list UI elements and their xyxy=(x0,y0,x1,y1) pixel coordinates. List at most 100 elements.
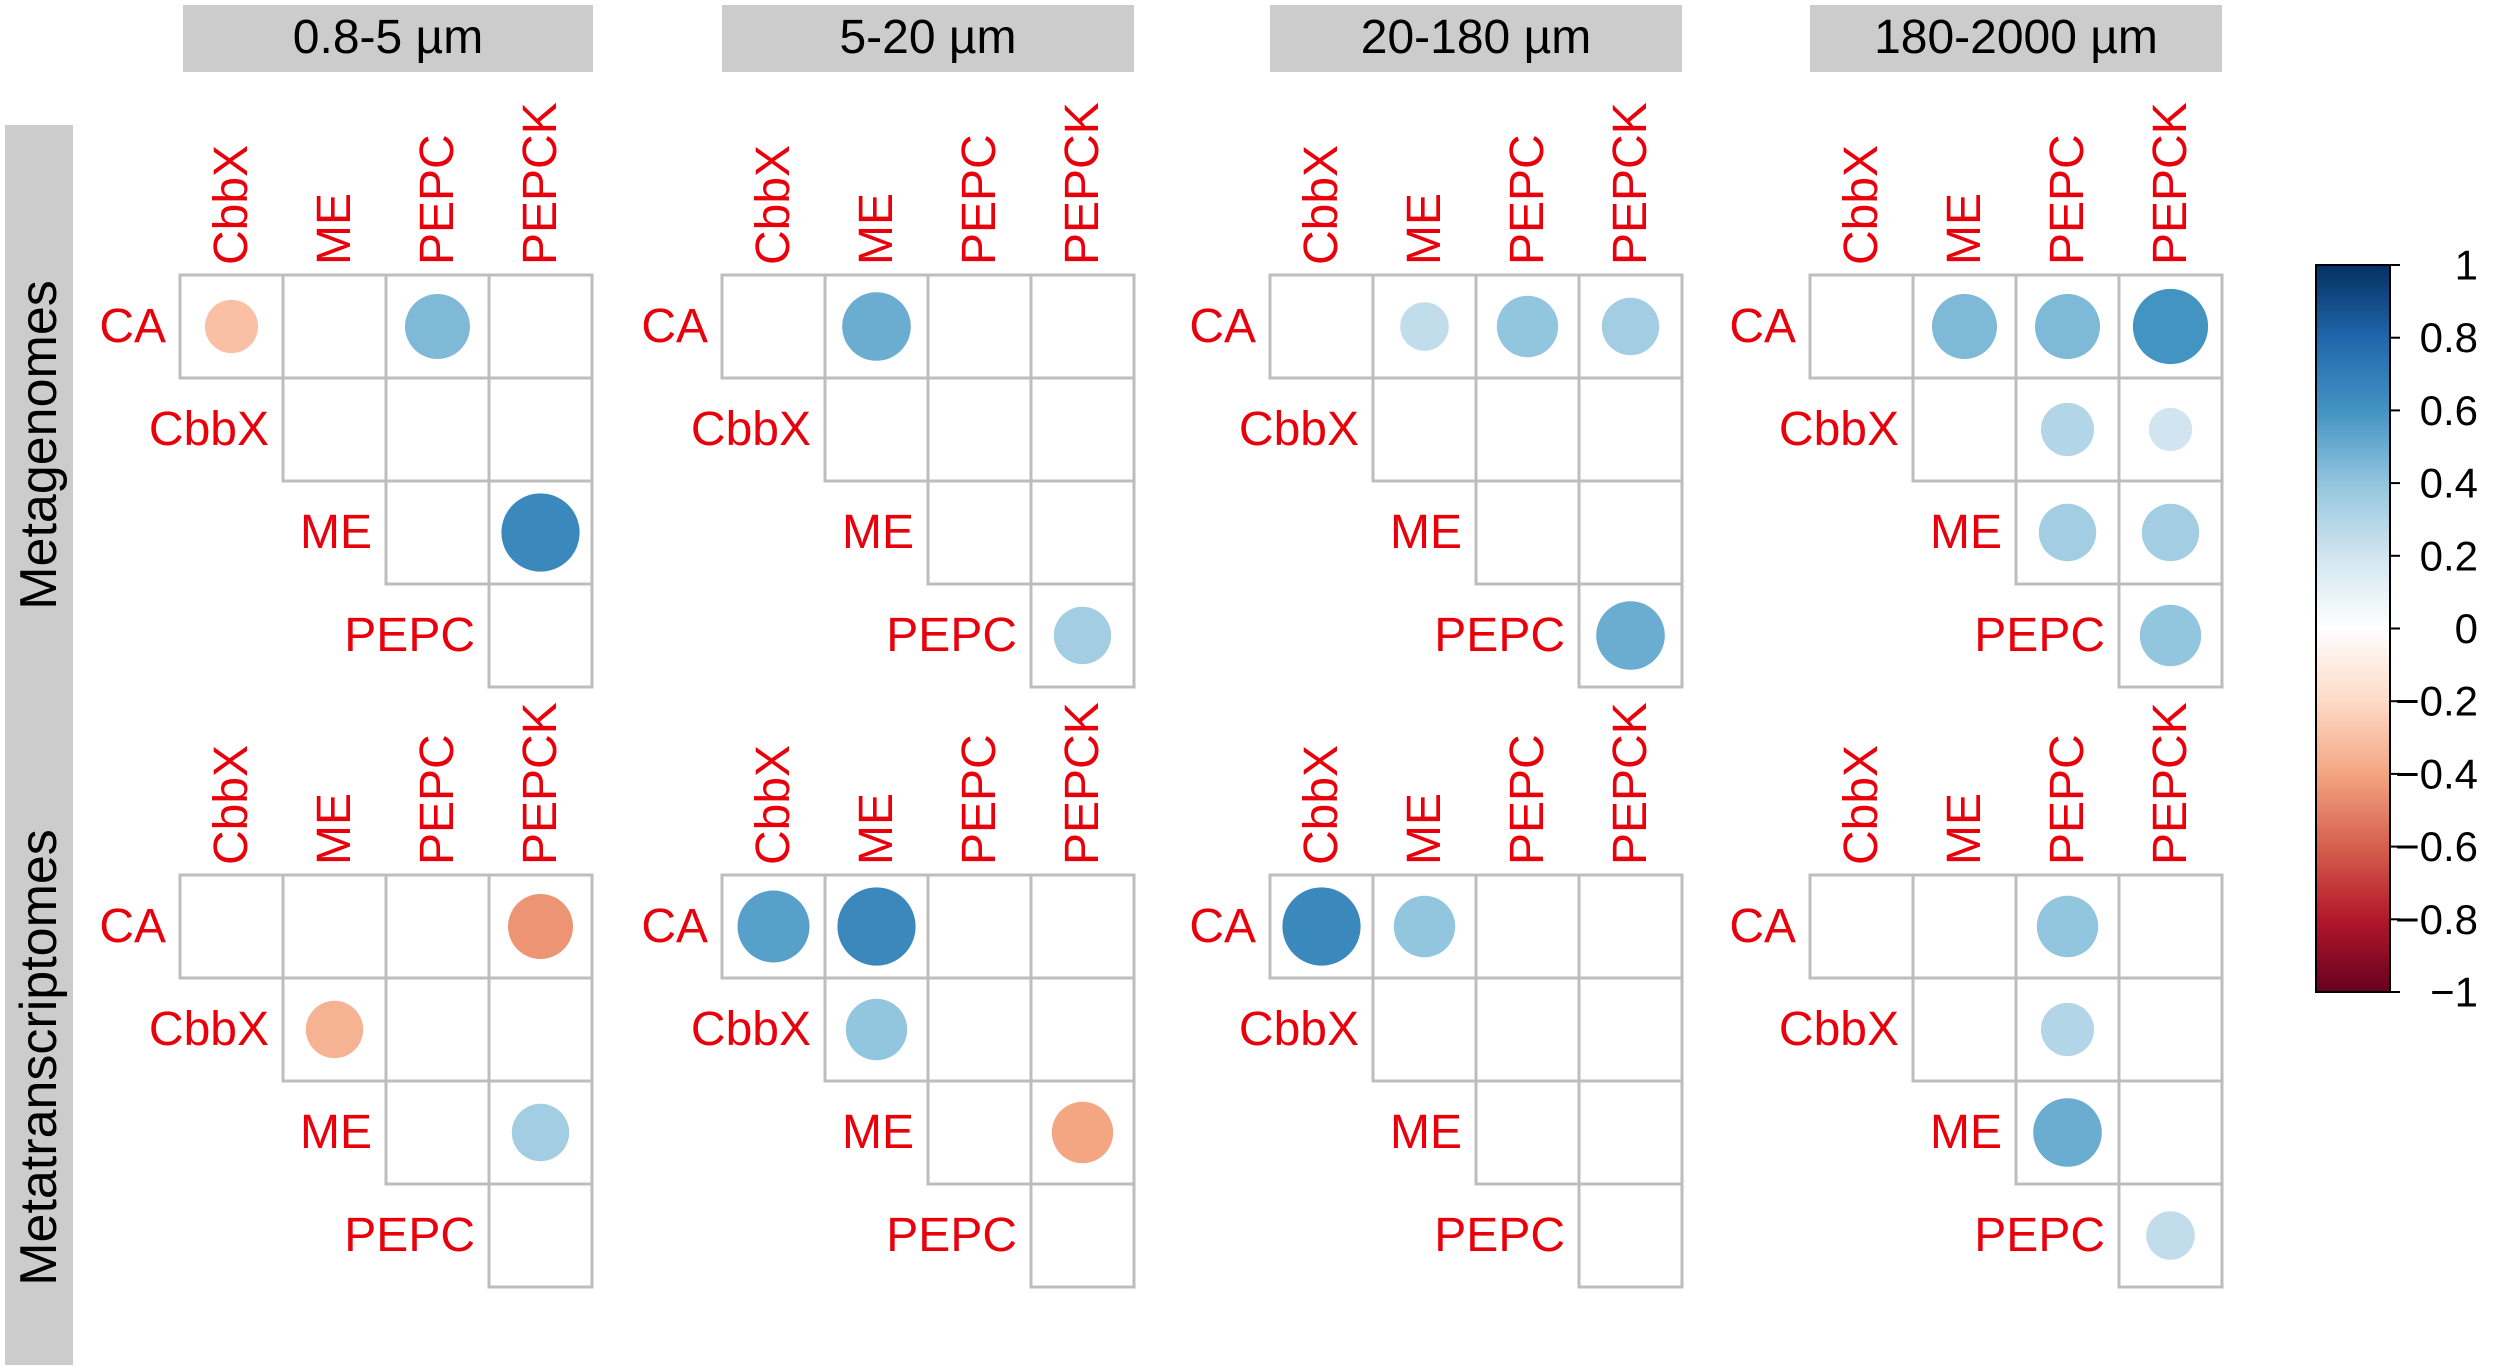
grid-cell xyxy=(487,582,594,689)
row-label: CA xyxy=(641,300,708,353)
grid-cell xyxy=(1474,873,1581,980)
correlation-circle xyxy=(837,887,916,966)
grid-cell xyxy=(384,376,491,483)
grid-cell xyxy=(1029,273,1136,380)
grid-cell xyxy=(384,479,491,586)
col-label: CbbX xyxy=(205,145,258,265)
row-label: CA xyxy=(1729,900,1796,953)
correlation-circle xyxy=(845,998,908,1061)
grid-cell xyxy=(1474,1079,1581,1186)
grid-cell xyxy=(1029,376,1136,483)
header-box xyxy=(183,5,593,72)
col-label: PEPC xyxy=(411,734,464,865)
row-label: CA xyxy=(1729,300,1796,353)
correlation-circle xyxy=(1051,1101,1114,1164)
grid-cell xyxy=(1474,376,1581,483)
grid-cell xyxy=(1911,976,2018,1083)
grid-cell xyxy=(1371,376,1478,483)
strip-box xyxy=(5,125,73,765)
col-label: PEPC xyxy=(1501,734,1554,865)
header-label: 20-180 µm xyxy=(1361,11,1591,64)
col-label: PEPC xyxy=(2041,734,2094,865)
grid-cell xyxy=(1577,976,1684,1083)
correlation-circle xyxy=(842,292,911,361)
col-label: PEPCK xyxy=(1056,702,1109,865)
grid-cell xyxy=(1577,376,1684,483)
correlation-circle xyxy=(1053,606,1112,665)
header-20-180-um: 20-180 µm xyxy=(1270,5,1682,72)
grid-cell xyxy=(384,976,491,1083)
correlation-circle xyxy=(1932,294,1997,359)
strip-label: Metatranscriptomes xyxy=(10,829,68,1286)
grid-cell xyxy=(1577,873,1684,980)
grid-cell xyxy=(384,1079,491,1186)
row-label: CbbX xyxy=(1239,403,1359,456)
colorbar-tick-label: 0.4 xyxy=(2420,460,2478,507)
grid-cell xyxy=(487,273,594,380)
grid-cell xyxy=(487,1182,594,1289)
grid-cell xyxy=(926,873,1033,980)
colorbar-tick-label: 0.8 xyxy=(2420,314,2478,361)
grid-cell xyxy=(1029,873,1136,980)
col-label: PEPCK xyxy=(1604,102,1657,265)
col-label: PEPC xyxy=(411,134,464,265)
correlation-circle xyxy=(305,1000,364,1059)
correlation-circle xyxy=(508,894,573,959)
grid-cell xyxy=(487,376,594,483)
grid-cell xyxy=(281,376,388,483)
grid-cell xyxy=(926,1079,1033,1186)
col-label: PEPCK xyxy=(514,702,567,865)
grid-cell xyxy=(2117,873,2224,980)
col-label: PEPC xyxy=(1501,134,1554,265)
correlation-circle xyxy=(2146,1211,2195,1260)
correlation-circle xyxy=(2036,895,2099,958)
grid-cell xyxy=(2117,1182,2224,1289)
correlation-circle xyxy=(1393,895,1456,958)
grid-cell xyxy=(1029,976,1136,1083)
grid-cell xyxy=(1029,1182,1136,1289)
row-label: PEPC xyxy=(1434,609,1565,662)
grid-cell xyxy=(1029,479,1136,586)
col-label: PEPC xyxy=(2041,134,2094,265)
col-label: PEPCK xyxy=(514,102,567,265)
row-label: PEPC xyxy=(1974,1209,2105,1262)
grid-cell xyxy=(1577,582,1684,689)
col-label: ME xyxy=(1938,193,1991,265)
correlation-circle xyxy=(204,299,259,354)
correlation-circle xyxy=(1496,295,1559,358)
correlation-circle xyxy=(1601,297,1660,356)
row-label: PEPC xyxy=(1434,1209,1565,1262)
grid-cell xyxy=(1474,976,1581,1083)
row-label: CbbX xyxy=(1779,403,1899,456)
row-label: CbbX xyxy=(1779,1003,1899,1056)
col-label: ME xyxy=(1938,793,1991,865)
col-label: PEPCK xyxy=(1604,702,1657,865)
colorbar-tick-label: 0.6 xyxy=(2420,387,2478,434)
header-label: 180-2000 µm xyxy=(1874,11,2158,64)
grid-cell xyxy=(487,976,594,1083)
grid-cell xyxy=(281,273,388,380)
col-label: PEPC xyxy=(953,134,1006,265)
colorbar-tick-label: −0.6 xyxy=(2395,823,2478,870)
grid-cell xyxy=(926,273,1033,380)
col-label: ME xyxy=(850,193,903,265)
grid-cell xyxy=(720,273,827,380)
header-5-20-um: 5-20 µm xyxy=(722,5,1134,72)
grid-cell xyxy=(1911,376,2018,483)
correlation-circle xyxy=(1282,887,1361,966)
strip-metatranscriptomes: Metatranscriptomes xyxy=(5,750,73,1365)
colorbar-tick-label: 1 xyxy=(2455,242,2478,289)
strip-label: Metagenomes xyxy=(10,280,68,610)
header-box xyxy=(722,5,1134,72)
grid-cell xyxy=(2117,1079,2224,1186)
correlation-circle xyxy=(1596,601,1665,670)
grid-cell xyxy=(823,376,930,483)
row-label: CbbX xyxy=(149,403,269,456)
correlation-circle xyxy=(2139,604,2202,667)
grid-cell xyxy=(178,873,285,980)
correlation-circle xyxy=(1400,302,1449,351)
